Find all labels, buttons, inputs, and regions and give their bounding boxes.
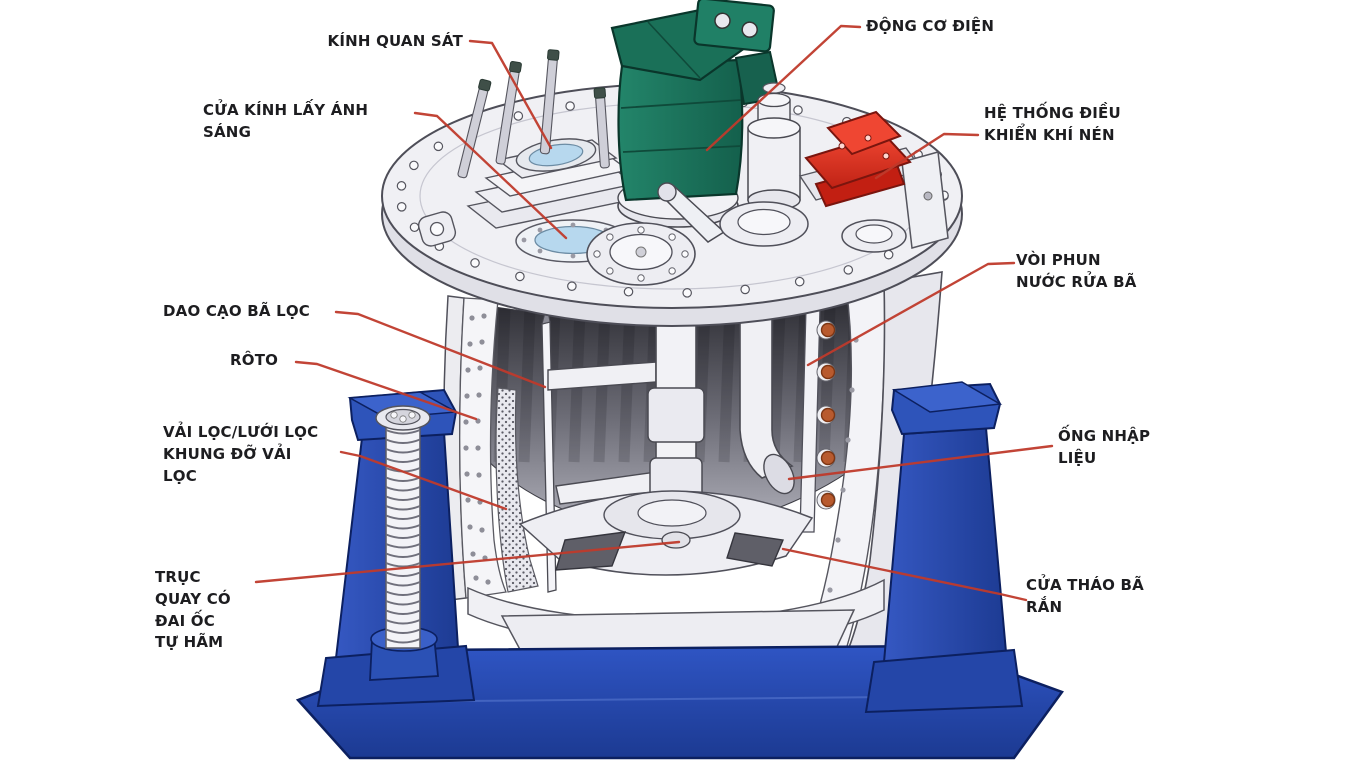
wash-spray-nozzles — [816, 320, 836, 510]
label-cua-kinh: CỬA KÍNH LẤY ÁNH SÁNG — [203, 101, 369, 141]
label-he-thong-khi-nen: HỆ THỐNG ĐIỀU KHIỂN KHÍ NÉN — [984, 104, 1121, 144]
label-kinh-quan-sat: KÍNH QUAN SÁT — [327, 32, 463, 50]
damper-spring — [375, 405, 431, 649]
front-flange — [586, 222, 696, 286]
discharge-port-right — [726, 532, 784, 567]
casing-body — [442, 271, 943, 697]
support-leg-left — [316, 388, 476, 708]
label-voi-phun: VÒI PHUN NƯỚC RỬA BÃ — [1016, 251, 1137, 291]
label-dong-co-dien: ĐỘNG CƠ ĐIỆN — [866, 17, 995, 35]
label-dao-cao: DAO CẠO BÃ LỌC — [163, 302, 311, 320]
leader-lines — [254, 24, 1054, 602]
label-roto: RÔTO — [230, 351, 279, 369]
hub-ring-inner — [637, 499, 707, 527]
lifting-lug — [417, 211, 457, 247]
pneumatic-control-unit — [798, 110, 949, 249]
label-ong-nhap-lieu: ỐNG NHẬP LIỆU — [1058, 427, 1151, 467]
label-vai-loc: VẢI LỌC/LƯỚI LỌC KHUNG ĐỠ VẢI LỌC — [163, 423, 319, 485]
far-right-flange — [841, 219, 907, 253]
label-truc-quay: TRỤC QUAY CÓ ĐAI ỐC TỰ HÃM — [155, 568, 231, 652]
filter-cloth-panel — [495, 387, 539, 593]
sight-glass-housing — [466, 138, 642, 229]
main-shaft — [547, 297, 705, 537]
feed-pipe — [739, 297, 795, 495]
shaft-lock-nut — [661, 531, 691, 549]
bracket — [901, 151, 949, 249]
label-cua-thao-ba-ran: CỬA THÁO BÃ RẮN — [1026, 576, 1144, 616]
support-leg-right — [864, 381, 1024, 714]
perforated-basket-wall — [459, 297, 507, 599]
right-flange — [719, 201, 809, 247]
lid-pins — [457, 49, 610, 179]
